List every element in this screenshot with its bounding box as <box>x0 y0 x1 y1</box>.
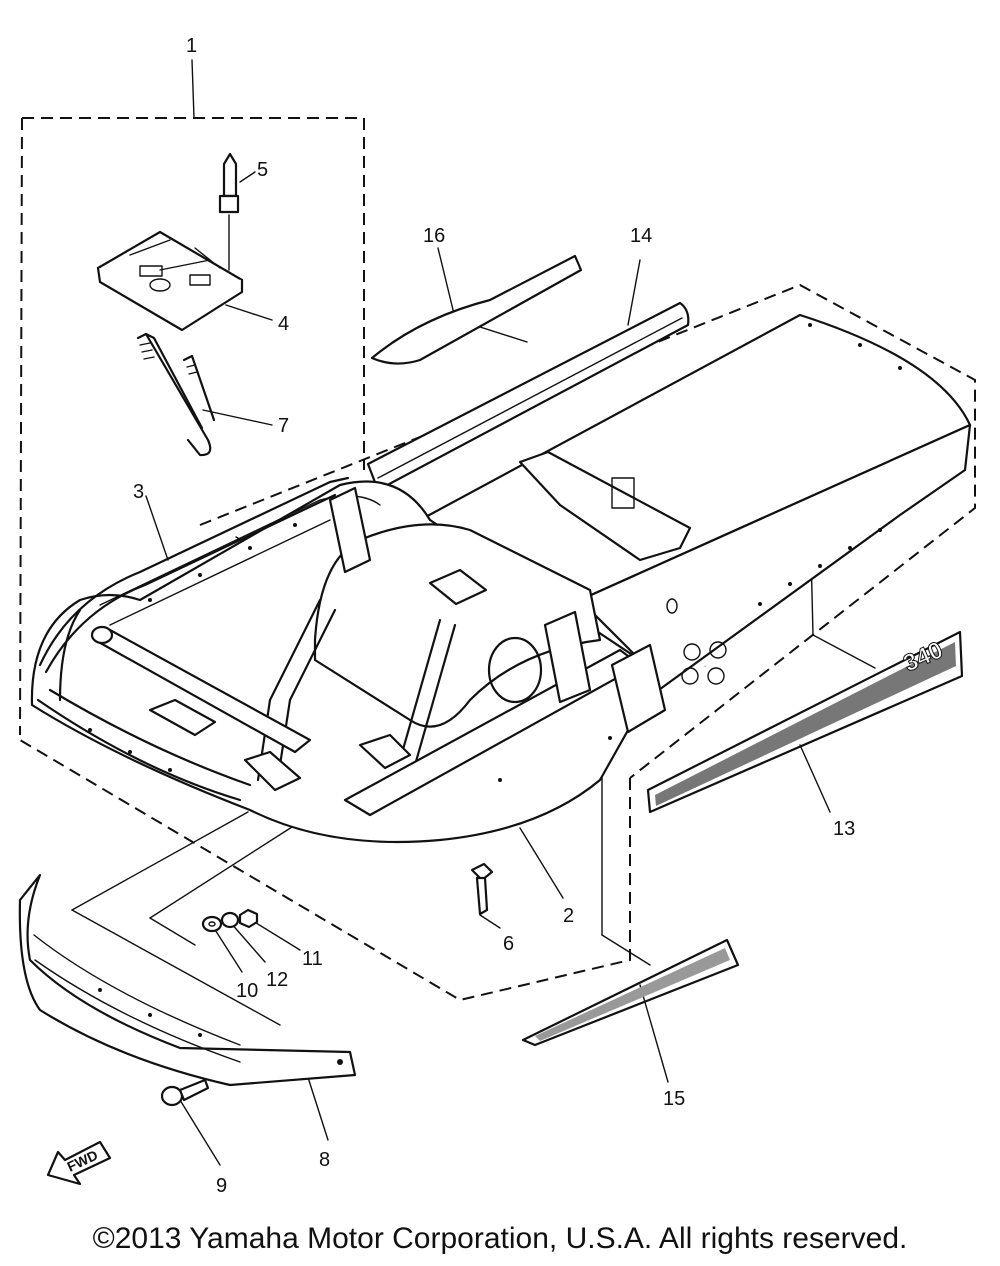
callout-15: 15 <box>663 1088 685 1110</box>
part-14-decal <box>366 301 690 492</box>
callout-labels: 1 5 4 7 3 16 14 13 2 6 11 12 10 15 8 9 <box>133 35 855 1197</box>
callout-5: 5 <box>257 159 268 181</box>
callout-6: 6 <box>503 933 514 955</box>
callout-14: 14 <box>630 225 652 247</box>
parts-diagram: 340 FWD 1 5 <box>18 35 976 1197</box>
part-8-bumper-assembly <box>18 873 357 1087</box>
callout-4: 4 <box>278 313 289 335</box>
part-13-side-decal: 340 <box>646 630 964 814</box>
part-5-stud-bolt <box>218 152 240 214</box>
callout-9: 9 <box>216 1175 227 1197</box>
part-15-side-decal <box>521 938 740 1047</box>
callout-7: 7 <box>278 415 289 437</box>
callout-13: 13 <box>833 818 855 840</box>
part-4-bracket-plate <box>96 230 244 332</box>
group-box-1 <box>19 117 365 736</box>
callout-16: 16 <box>423 225 445 247</box>
part-10-washer <box>201 915 223 933</box>
callout-12: 12 <box>266 969 288 991</box>
part-11-nut <box>238 908 259 929</box>
part-7-u-bolt <box>136 332 216 457</box>
callout-2: 2 <box>563 905 574 927</box>
callout-11: 11 <box>302 948 323 970</box>
callout-3: 3 <box>133 481 144 503</box>
copyright-notice: ©2013 Yamaha Motor Corporation, U.S.A. A… <box>92 1222 908 1255</box>
part-12-lock-washer <box>220 911 240 929</box>
part-9-bolt <box>160 1078 210 1107</box>
part-2-frame-tunnel <box>30 313 972 844</box>
fwd-arrow-icon: FWD <box>46 1140 112 1186</box>
callout-1: 1 <box>186 35 197 57</box>
part-6-bolt <box>470 862 494 916</box>
group-box-2 <box>19 283 976 1002</box>
part-3-front-bumper <box>38 476 350 674</box>
callout-8: 8 <box>319 1149 330 1171</box>
part-16-decal <box>370 254 583 365</box>
callout-10: 10 <box>236 980 258 1002</box>
